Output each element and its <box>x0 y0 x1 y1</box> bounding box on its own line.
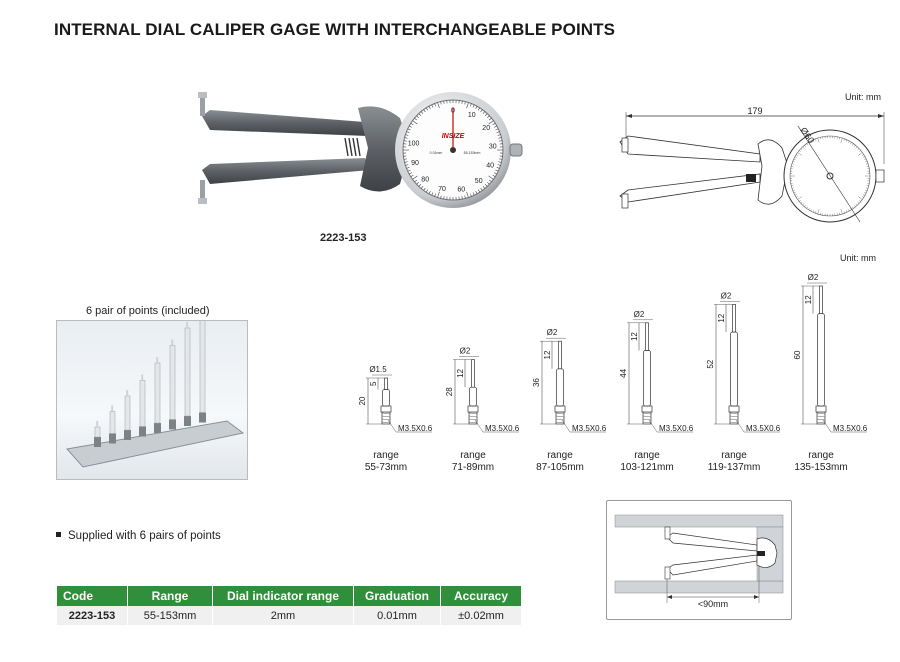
header-accuracy: Accuracy <box>440 586 522 606</box>
tip-diameter-label: Ø2 <box>808 273 819 282</box>
range-value: 71-89mm <box>451 462 495 473</box>
dial-number: 50 <box>475 178 483 185</box>
range-word: range <box>634 450 660 461</box>
point-length-label: 52 <box>706 359 715 368</box>
thread-label: M3.5X0.6 <box>398 424 433 433</box>
tip-diameter-label: Ø2 <box>721 291 732 300</box>
tip-length-label: 5 <box>369 381 378 386</box>
dial-number: 90 <box>411 160 419 167</box>
dial-number: 0 <box>451 108 455 115</box>
cell-code: 2223-153 <box>57 606 128 625</box>
tip-diameter-label: Ø2 <box>634 310 645 319</box>
dial-range: 55-153mm <box>464 151 481 155</box>
spec-table: Code Range Dial indicator range Graduati… <box>57 586 522 625</box>
range-value: 87-105mm <box>536 462 584 473</box>
thread-label: M3.5X0.6 <box>833 424 868 433</box>
point-length-label: 28 <box>445 387 454 396</box>
tip-length-label: 12 <box>543 350 552 359</box>
dial-number: 100 <box>408 141 420 148</box>
dial-grad: 0.01mm <box>430 151 443 155</box>
points-photo <box>56 302 248 480</box>
range-word: range <box>460 450 486 461</box>
tip-diameter-label: Ø2 <box>547 328 558 337</box>
tip-length-label: 12 <box>630 332 639 341</box>
point-length-label: 44 <box>619 368 628 377</box>
point-length-label: 36 <box>532 378 541 387</box>
tech-drawing: 179 Ø60 <box>619 106 885 223</box>
points-drawings: 205Ø1.5M3.5X0.62812Ø2M3.5X0.63612Ø2M3.5X… <box>358 273 868 433</box>
range-value: 135-153mm <box>794 462 848 473</box>
cell-accuracy: ±0.02mm <box>440 606 522 625</box>
range-word: range <box>808 450 834 461</box>
point-length-label: 60 <box>793 350 802 359</box>
unit-label-top: Unit: mm <box>845 92 881 102</box>
model-label: 2223-153 <box>320 232 367 244</box>
point-length-label: 20 <box>358 396 367 405</box>
tip-diameter-label: Ø1.5 <box>369 365 387 374</box>
dial-number: 20 <box>482 125 490 132</box>
table-row: 2223-153 55-153mm 2mm 0.01mm ±0.02mm <box>57 606 522 625</box>
header-graduation: Graduation <box>353 586 441 606</box>
length-dim: 179 <box>747 106 762 116</box>
header-code: Code <box>57 586 128 606</box>
points-caption: 6 pair of points (included) <box>86 305 210 317</box>
thread-label: M3.5X0.6 <box>746 424 781 433</box>
inset-width-dim: <90mm <box>698 599 728 609</box>
point-drawing: 20 5 Ø1.5M3.5X0.6 <box>358 365 433 433</box>
dial-number: 10 <box>468 112 476 119</box>
cell-graduation: 0.01mm <box>353 606 441 625</box>
cell-range: 55-153mm <box>127 606 213 625</box>
supplied-text: Supplied with 6 pairs of points <box>68 530 221 542</box>
range-word: range <box>547 450 573 461</box>
dial-number: 80 <box>421 176 429 183</box>
range-word: range <box>721 450 747 461</box>
dial-number: 30 <box>489 143 497 150</box>
bullet-square-icon <box>56 532 61 538</box>
tip-length-label: 12 <box>717 313 726 322</box>
supplied-note: Supplied with 6 pairs of points <box>56 530 221 542</box>
thread-label: M3.5X0.6 <box>659 424 694 433</box>
range-value: 103-121mm <box>620 462 674 473</box>
dial-number: 40 <box>486 163 494 170</box>
dial-number: 60 <box>457 187 465 194</box>
thread-label: M3.5X0.6 <box>572 424 607 433</box>
tip-diameter-label: Ø2 <box>460 347 471 356</box>
header-range: Range <box>127 586 213 606</box>
brand-logo: INSIZE <box>442 133 465 140</box>
range-word: range <box>373 450 399 461</box>
thread-label: M3.5X0.6 <box>485 424 520 433</box>
dial-number: 70 <box>438 186 446 193</box>
tip-length-label: 12 <box>804 295 813 304</box>
header-dial-range: Dial indicator range <box>212 586 354 606</box>
usage-inset: <90mm <box>606 500 792 620</box>
range-value: 119-137mm <box>707 462 761 473</box>
cell-dial-range: 2mm <box>212 606 354 625</box>
tip-length-label: 12 <box>456 368 465 377</box>
unit-label-points: Unit: mm <box>840 253 876 263</box>
range-value: 55-73mm <box>364 462 408 473</box>
page-title: INTERNAL DIAL CALIPER GAGE WITH INTERCHA… <box>54 20 616 39</box>
caliper-photo: INSIZE 0.01mm 55-153mm 0 10 20 30 40 50 60 70 80… <box>198 92 523 208</box>
